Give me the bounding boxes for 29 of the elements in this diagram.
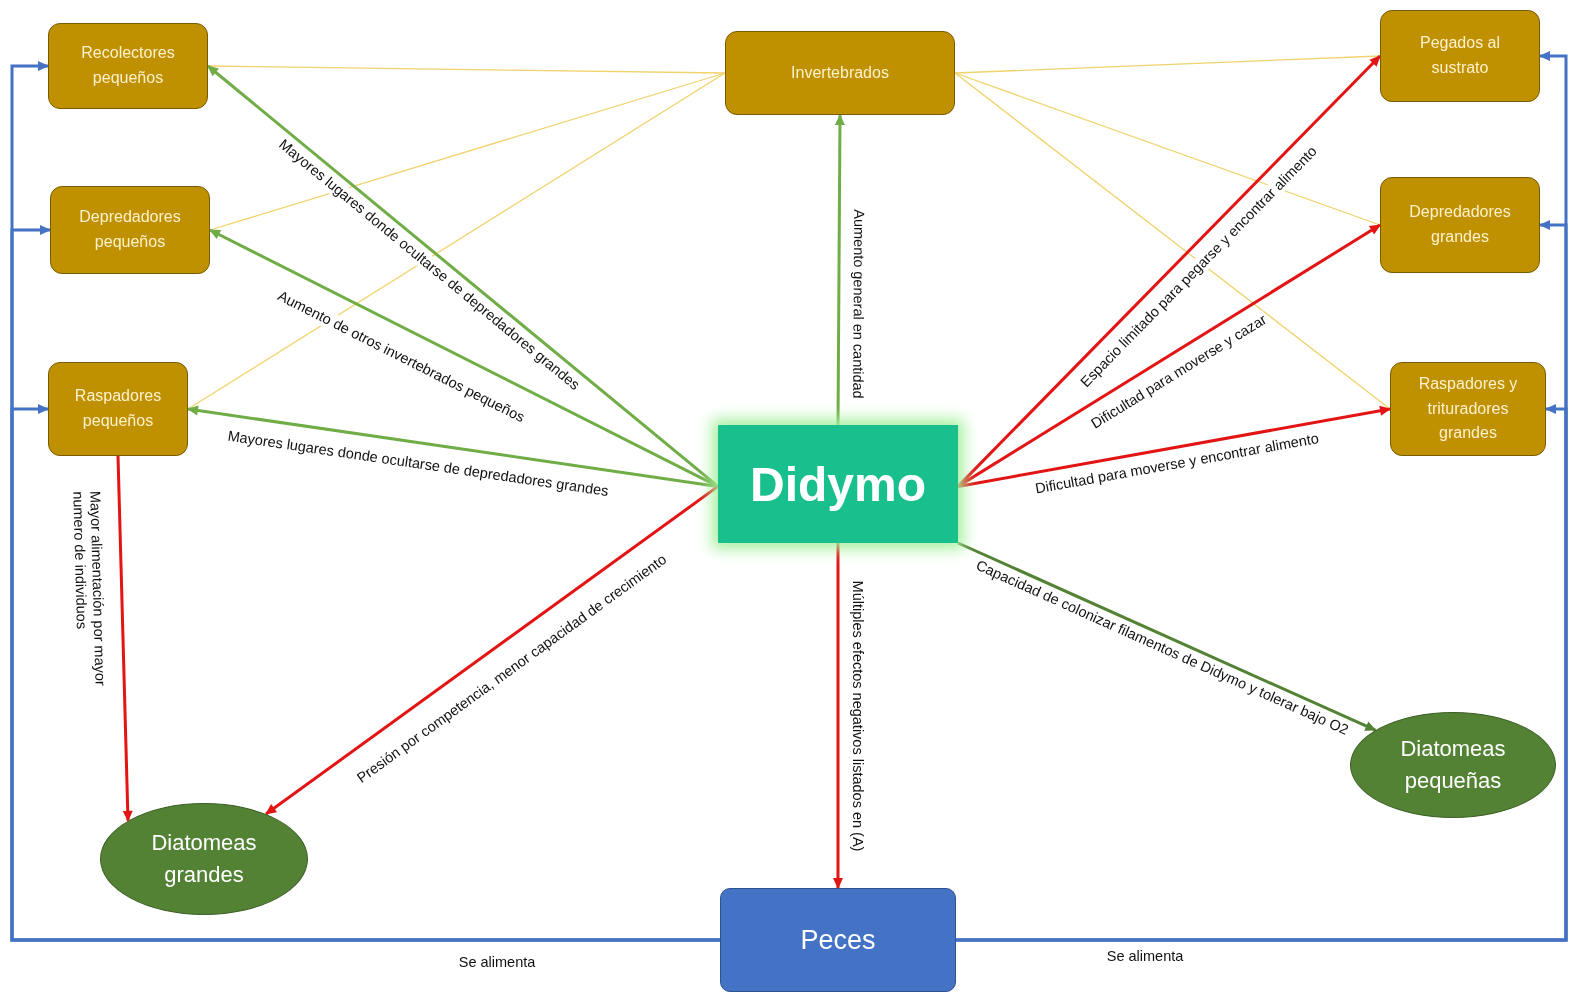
process-box: Raspadores y trituradores grandes xyxy=(1390,362,1546,456)
connector-line xyxy=(209,72,726,231)
process-box: Recolectores pequeños xyxy=(48,23,208,109)
arrow xyxy=(834,114,845,425)
process-box: Invertebrados xyxy=(725,31,955,115)
arrow xyxy=(957,405,1391,488)
process-box: Depredadores pequeños xyxy=(50,186,210,274)
arrow xyxy=(10,404,720,942)
edge-label: Aumento general en cantidad xyxy=(848,207,868,401)
arrow xyxy=(833,543,843,889)
ellipse-node: Diatomeas pequeñas xyxy=(1350,712,1556,818)
arrow xyxy=(187,405,719,488)
edge-label: Múltiples efectos negativos listados en (A) xyxy=(848,578,866,853)
arrow xyxy=(957,541,1377,732)
connector-line xyxy=(954,72,1381,226)
arrow xyxy=(116,455,133,822)
process-box: Peces xyxy=(720,888,956,992)
arrow xyxy=(209,228,719,488)
central-box: Didymo xyxy=(718,425,958,543)
connector-line xyxy=(954,55,1381,74)
process-box: Depredadores grandes xyxy=(1380,177,1540,273)
process-box: Raspadores pequeños xyxy=(48,362,188,456)
arrow xyxy=(265,485,719,816)
process-box: Pegados al sustrato xyxy=(1380,10,1540,102)
connector-line xyxy=(187,72,726,410)
ellipse-node: Diatomeas grandes xyxy=(100,803,308,915)
connector-line xyxy=(207,65,726,74)
connector-line xyxy=(954,72,1391,410)
arrow xyxy=(956,404,1568,942)
